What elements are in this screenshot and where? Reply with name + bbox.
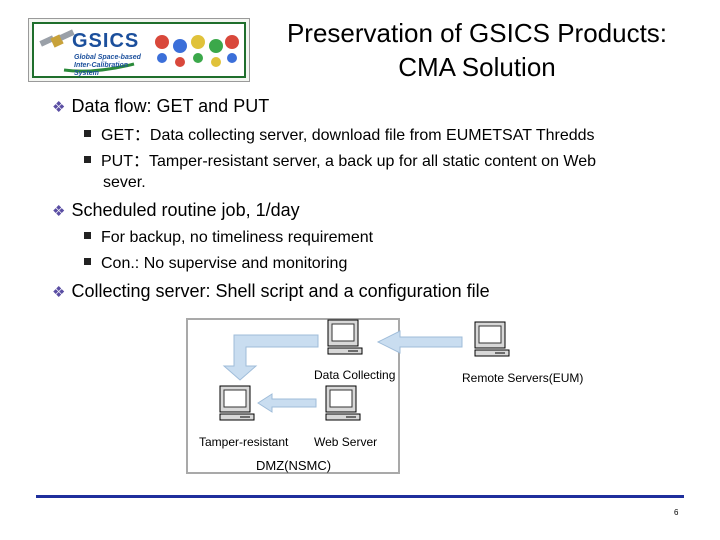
diamond-bullet-icon: ❖ <box>52 203 66 220</box>
tamper-resistant-computer-icon <box>219 385 255 421</box>
sub-bullet-text: Con.: No supervise and monitoring <box>101 255 348 272</box>
sub-bullet-get: GET：Data collecting server, download fil… <box>84 125 595 146</box>
remote-servers-label: Remote Servers(EUM) <box>462 371 584 385</box>
square-bullet-icon <box>84 130 91 137</box>
bullet-data-flow: ❖ Data flow: GET and PUT <box>52 95 269 119</box>
bullet-scheduled-job: ❖ Scheduled routine job, 1/day <box>52 199 300 223</box>
gsics-logo: GSICS Global Space-based Inter-Calibrati… <box>28 18 250 82</box>
page-number: 6 <box>674 508 679 517</box>
remote-server-computer-icon <box>474 321 510 357</box>
data-collecting-label: Data Collecting <box>314 368 396 382</box>
dmz-label: DMZ(NSMC) <box>256 458 332 473</box>
sub-bullet-text: sever. <box>103 174 146 191</box>
square-bullet-icon <box>84 258 91 265</box>
dmz-boundary <box>186 318 400 474</box>
slide-title: Preservation of GSICS Products: CMA Solu… <box>262 16 692 84</box>
title-line-1: Preservation of GSICS Products: <box>286 18 668 48</box>
logo-tagline: Global Space-based Inter-Calibration Sys… <box>74 54 141 77</box>
sub-bullet-text: PUT：Tamper-resistant server, a back up f… <box>101 153 597 170</box>
sub-bullet-con: Con.: No supervise and monitoring <box>84 253 347 274</box>
arrow-collecting-to-tamper <box>222 334 319 381</box>
arrow-remote-to-collecting <box>376 330 463 354</box>
square-bullet-icon <box>84 156 91 163</box>
bullet-text: Data flow: GET and PUT <box>71 96 270 116</box>
bullet-text: Scheduled routine job, 1/day <box>71 200 300 220</box>
web-server-label: Web Server <box>314 435 378 449</box>
data-collecting-computer-icon <box>327 319 363 355</box>
sub-bullet-backup: For backup, no timeliness requirement <box>84 227 373 248</box>
logo-wordmark: GSICS <box>72 30 140 52</box>
arrow-web-to-tamper <box>257 393 317 413</box>
footer-divider <box>36 495 684 498</box>
sub-bullet-text: For backup, no timeliness requirement <box>101 229 374 246</box>
sub-bullet-put: PUT：Tamper-resistant server, a back up f… <box>84 151 596 172</box>
bullet-collecting-server: ❖ Collecting server: Shell script and a c… <box>52 280 490 304</box>
title-line-2: CMA Solution <box>398 52 556 82</box>
web-server-computer-icon <box>325 385 361 421</box>
square-bullet-icon <box>84 232 91 239</box>
tamper-resistant-label: Tamper-resistant <box>199 435 289 449</box>
satellite-icon <box>39 29 239 73</box>
diamond-bullet-icon: ❖ <box>52 284 66 301</box>
sub-bullet-put-cont: sever. <box>103 172 146 193</box>
bullet-text: Collecting server: Shell script and a co… <box>71 281 490 301</box>
logo-frame: GSICS Global Space-based Inter-Calibrati… <box>32 22 246 78</box>
sub-bullet-text: GET：Data collecting server, download fil… <box>101 127 595 144</box>
diamond-bullet-icon: ❖ <box>52 99 66 116</box>
